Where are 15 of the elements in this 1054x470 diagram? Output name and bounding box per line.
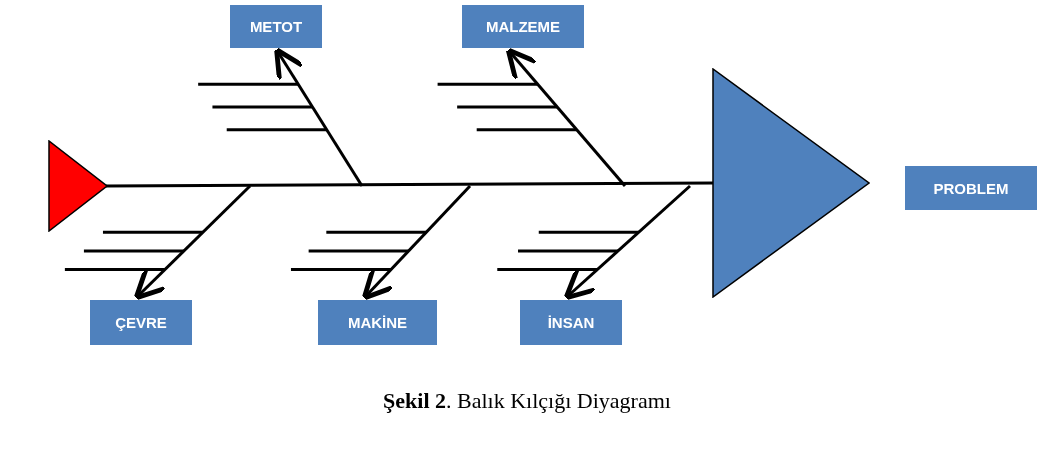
category-box: METOT (230, 5, 322, 48)
arrow (563, 184, 691, 301)
category-box: MALZEME (462, 5, 584, 48)
triangle-shape (712, 68, 870, 298)
category-box: PROBLEM (905, 166, 1037, 210)
arrow (361, 184, 472, 301)
arrow (133, 184, 252, 301)
category-box: MAKİNE (318, 300, 437, 345)
arrow (505, 47, 627, 187)
spine-line (106, 181, 714, 188)
category-box: ÇEVRE (90, 300, 192, 345)
category-box: İNSAN (520, 300, 622, 345)
triangle-shape (48, 140, 108, 232)
figure-caption: Şekil 2. Balık Kılçığı Diyagramı (382, 388, 672, 414)
arrow (274, 47, 364, 187)
